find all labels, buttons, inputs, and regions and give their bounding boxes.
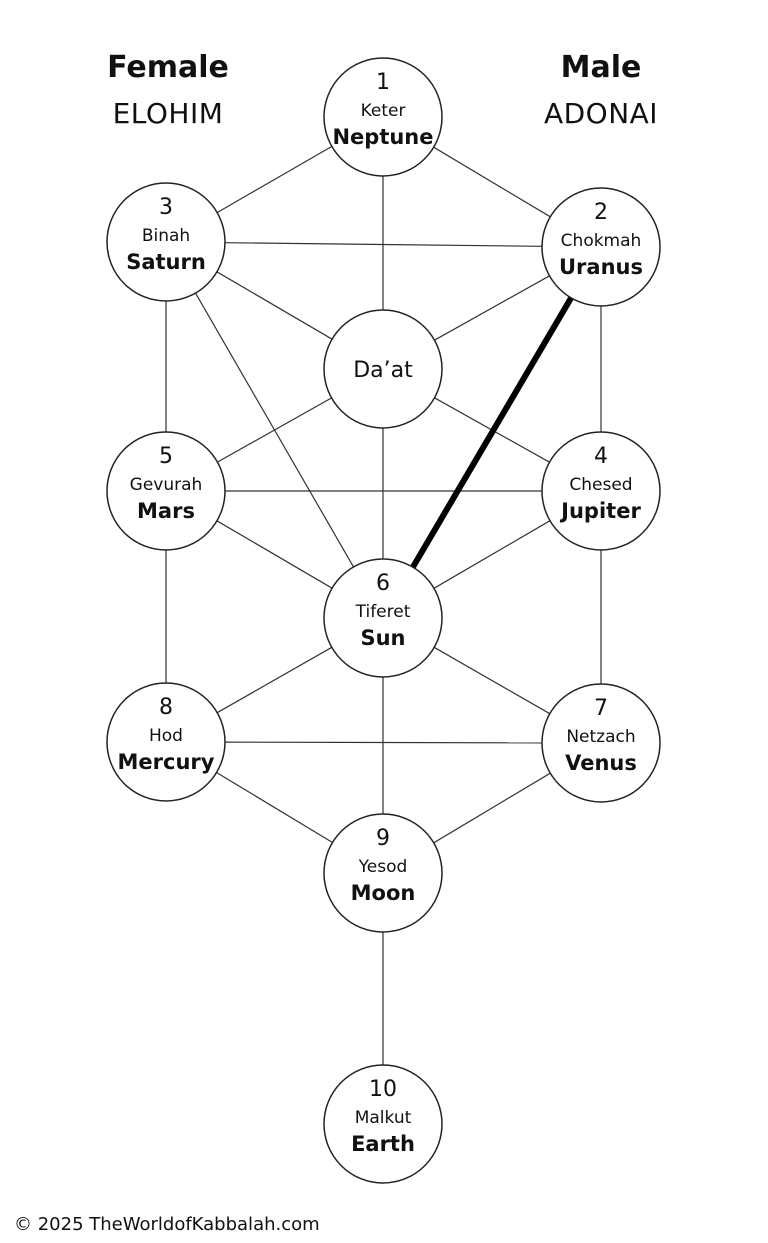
path-binah-daat bbox=[216, 271, 333, 340]
sephirah-daat: Da’at bbox=[323, 309, 443, 429]
sephirah-planet-chesed: Jupiter bbox=[559, 499, 641, 523]
sephirah-name-keter: Keter bbox=[361, 101, 406, 121]
sephirah-circle-gevurah bbox=[106, 431, 226, 551]
sephirah-name-gevurah: Gevurah bbox=[130, 475, 203, 495]
sephirah-number-yesod: 9 bbox=[376, 826, 390, 851]
path-keter-chokmah bbox=[433, 146, 551, 218]
sephirah-planet-chokmah: Uranus bbox=[559, 255, 643, 279]
sephirah-planet-malkut: Earth bbox=[351, 1132, 415, 1156]
sephirah-name-malkut: Malkut bbox=[355, 1108, 412, 1128]
sephirah-circle-tiferet bbox=[323, 558, 443, 678]
heading-adonai: ADONAI bbox=[543, 97, 659, 130]
sephirah-name-chokmah: Chokmah bbox=[561, 231, 642, 251]
path-chesed-tiferet bbox=[433, 520, 551, 589]
path-hod-yesod bbox=[216, 771, 333, 844]
heading-male-label: Male bbox=[560, 50, 642, 85]
paths-layer bbox=[165, 145, 602, 1065]
sephirah-planet-binah: Saturn bbox=[126, 250, 206, 274]
path-tiferet-netzach bbox=[433, 646, 551, 715]
sephirah-circle-netzach bbox=[541, 683, 661, 803]
sephirah-circle-chokmah bbox=[541, 187, 661, 307]
sephirah-name-daat: Da’at bbox=[353, 358, 413, 383]
sephirah-number-binah: 3 bbox=[159, 195, 173, 220]
sephirah-name-hod: Hod bbox=[149, 726, 183, 746]
sephirah-name-tiferet: Tiferet bbox=[355, 602, 411, 622]
heading-female-label: Female bbox=[107, 50, 229, 85]
heading-male: Male ADONAI bbox=[501, 50, 701, 134]
heading-elohim: ELOHIM bbox=[112, 97, 224, 130]
copyright-footer: © 2025 TheWorldofKabbalah.com bbox=[14, 1214, 320, 1235]
sephirah-number-keter: 1 bbox=[376, 70, 390, 95]
path-netzach-yesod bbox=[433, 772, 551, 844]
sephirah-number-chesed: 4 bbox=[594, 444, 608, 469]
sephirah-name-binah: Binah bbox=[142, 226, 190, 246]
sephirah-circle-binah bbox=[106, 182, 226, 302]
sephirah-circle-hod bbox=[106, 682, 226, 802]
path-tiferet-hod bbox=[216, 646, 333, 714]
sephirah-number-tiferet: 6 bbox=[376, 571, 390, 596]
path-gevurah-tiferet bbox=[216, 520, 333, 589]
sephirah-name-netzach: Netzach bbox=[566, 727, 635, 747]
sephirah-planet-netzach: Venus bbox=[565, 751, 637, 775]
sephirah-circle-malkut bbox=[323, 1064, 443, 1184]
sephirah-circle-chesed bbox=[541, 431, 661, 551]
heading-female: Female ELOHIM bbox=[68, 50, 268, 134]
sephirah-planet-hod: Mercury bbox=[118, 750, 215, 774]
sephirah-number-gevurah: 5 bbox=[159, 444, 173, 469]
sephirah-number-malkut: 10 bbox=[369, 1077, 397, 1102]
path-chokmah-tiferet-highlighted bbox=[410, 296, 574, 569]
sephirah-planet-tiferet: Sun bbox=[360, 626, 405, 650]
sephirah-circle-keter bbox=[323, 57, 443, 177]
sephirah-number-chokmah: 2 bbox=[594, 200, 608, 225]
path-daat-gevurah bbox=[217, 397, 332, 463]
path-binah-chokmah bbox=[224, 242, 543, 247]
sephirah-circle-daat bbox=[323, 309, 443, 429]
sephirah-name-chesed: Chesed bbox=[569, 475, 632, 495]
path-hod-netzach bbox=[224, 741, 543, 744]
sephirah-planet-keter: Neptune bbox=[332, 125, 433, 149]
sephirah-number-netzach: 7 bbox=[594, 696, 608, 721]
sephirah-name-yesod: Yesod bbox=[358, 857, 408, 877]
path-keter-binah bbox=[216, 145, 333, 214]
sephirah-planet-gevurah: Mars bbox=[137, 499, 195, 523]
path-chokmah-daat bbox=[434, 275, 550, 341]
sephirah-planet-yesod: Moon bbox=[351, 881, 416, 905]
sephirah-circle-yesod bbox=[323, 813, 443, 933]
sephirah-number-hod: 8 bbox=[159, 695, 173, 720]
